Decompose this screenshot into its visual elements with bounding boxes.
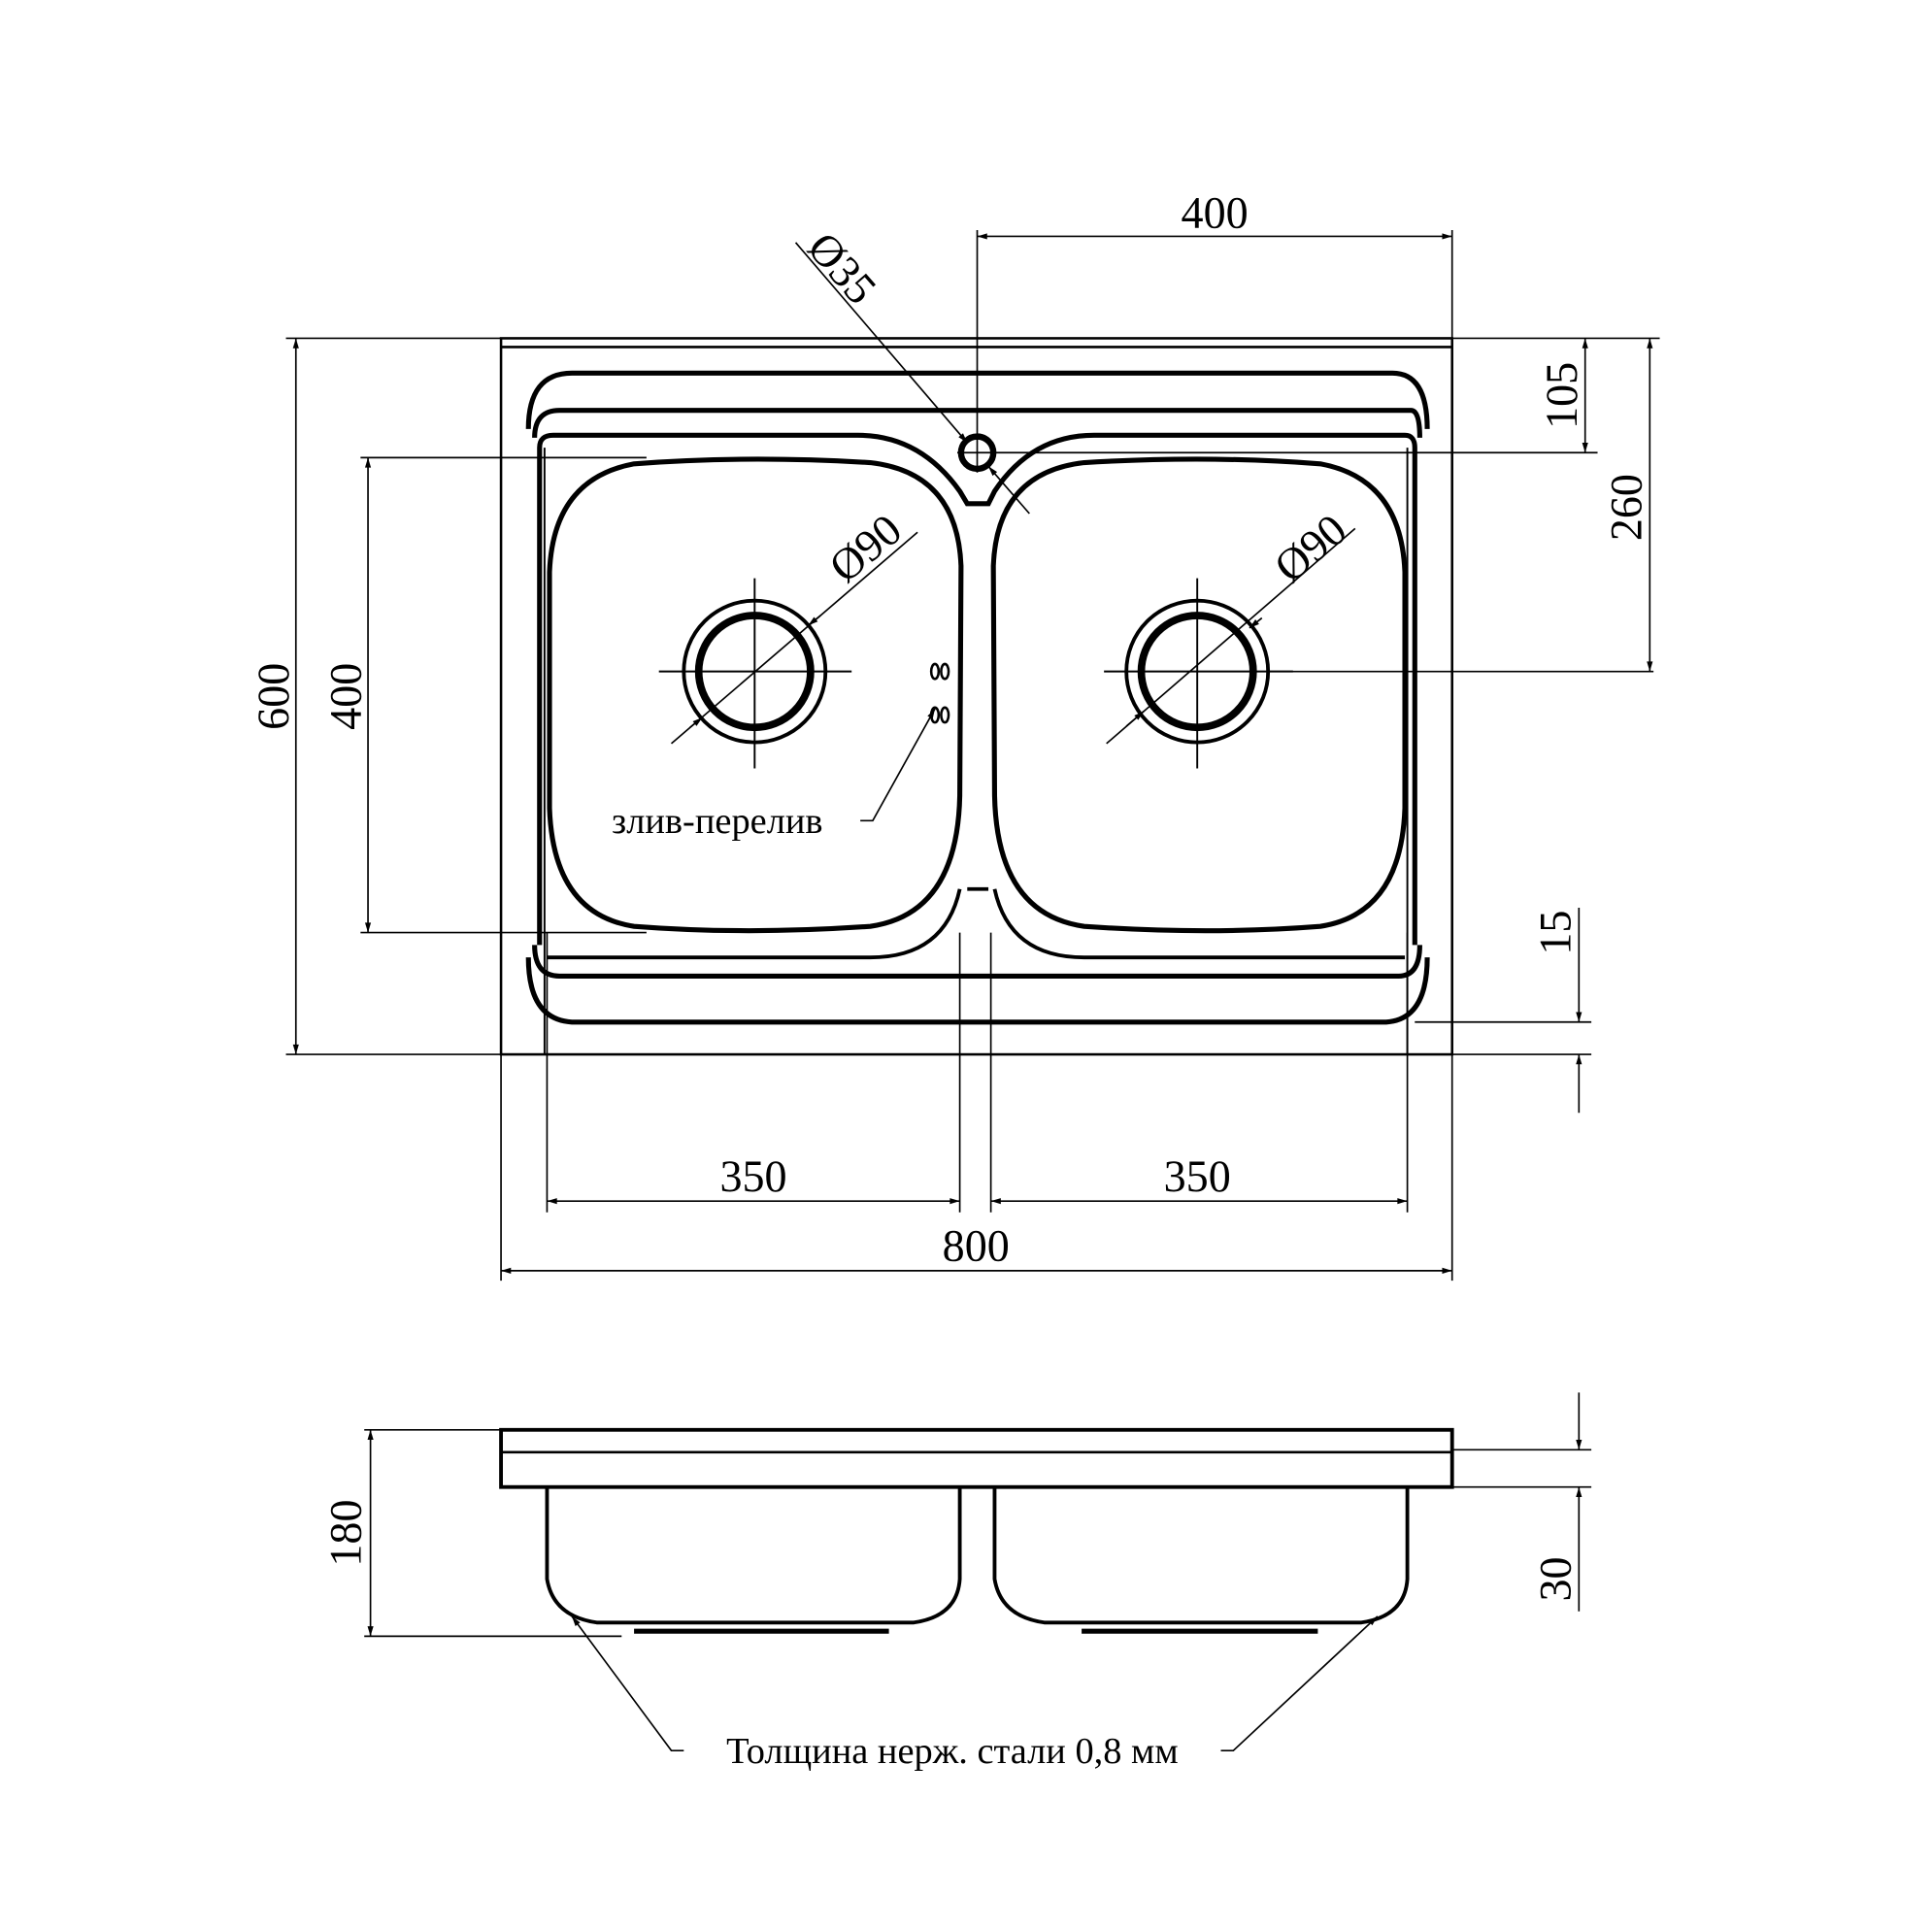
side-dimension-lines bbox=[364, 1392, 1592, 1752]
left-drain bbox=[658, 578, 852, 769]
dim-bowl-depth: 400 bbox=[320, 663, 370, 730]
dim-drain-right-diameter: Ø90 bbox=[1265, 505, 1356, 592]
right-bowl bbox=[990, 456, 1408, 934]
overflow-icon bbox=[929, 662, 950, 724]
dim-bowl-left-width: 350 bbox=[719, 1151, 786, 1201]
dim-drain-left-diameter: Ø90 bbox=[819, 505, 911, 592]
side-view bbox=[499, 1427, 1454, 1634]
dim-total-width: 800 bbox=[943, 1221, 1010, 1271]
top-view bbox=[499, 337, 1453, 1056]
dim-rim-height: 30 bbox=[1530, 1556, 1580, 1601]
dim-tap-hole-diameter: Ø35 bbox=[798, 222, 886, 313]
dim-bottom-edge: 15 bbox=[1530, 911, 1580, 955]
thickness-label: Толщина нерж. стали 0,8 мм bbox=[726, 1731, 1179, 1772]
dimension-lines bbox=[285, 230, 1660, 1282]
dim-drain-from-top: 260 bbox=[1601, 474, 1650, 541]
left-bowl bbox=[547, 456, 964, 934]
dim-bowl-right-width: 350 bbox=[1164, 1151, 1231, 1201]
dim-tap-from-top: 105 bbox=[1537, 362, 1586, 429]
dim-height: 180 bbox=[320, 1500, 370, 1567]
overflow-label: злив-перелив bbox=[612, 801, 823, 842]
dim-total-depth: 600 bbox=[249, 663, 298, 730]
dim-tap-offset: 400 bbox=[1182, 187, 1249, 237]
